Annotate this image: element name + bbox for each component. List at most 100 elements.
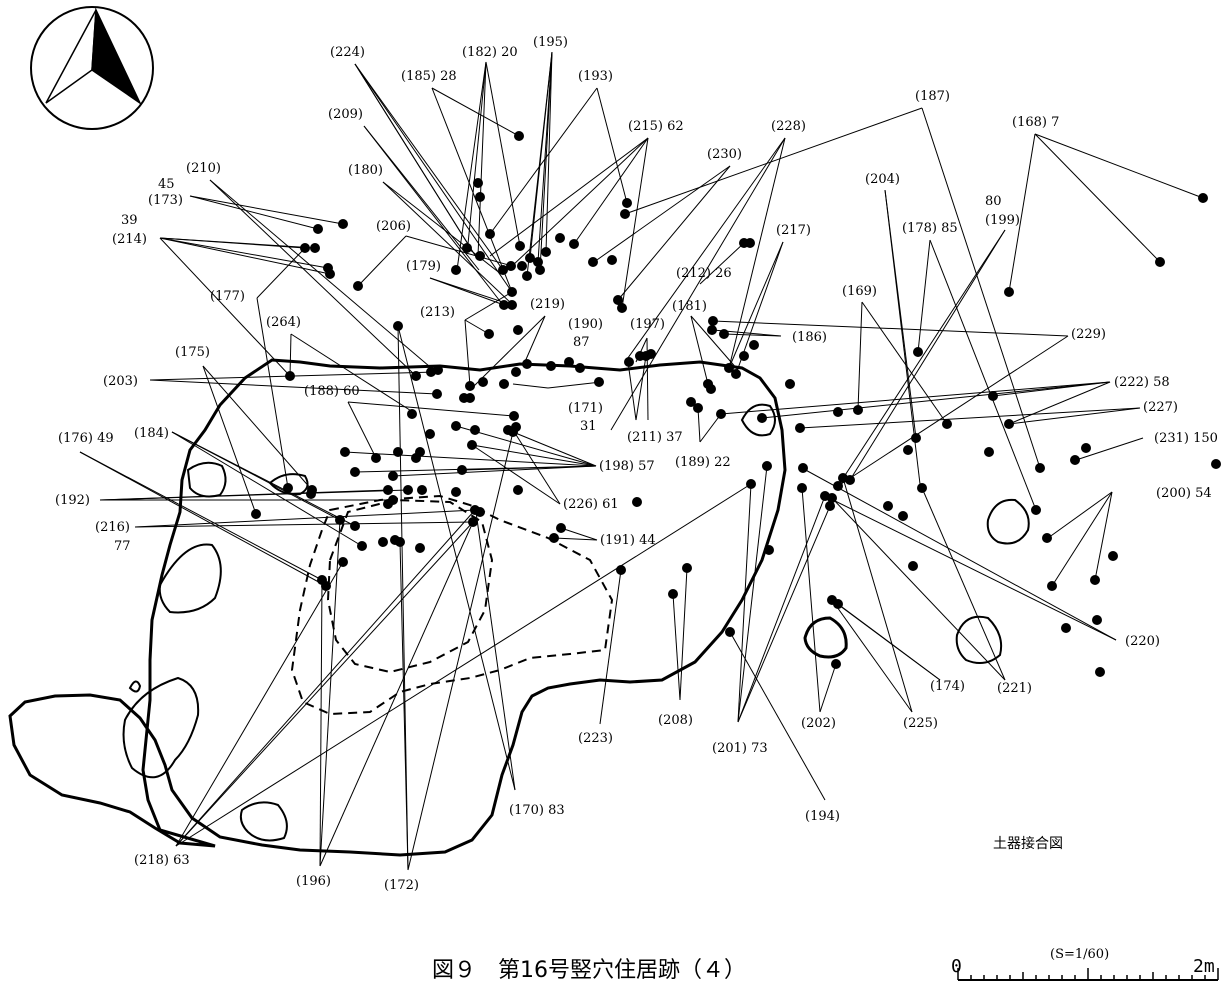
sherd-point [371, 453, 381, 463]
join-line [511, 137, 649, 267]
join-line [801, 487, 821, 713]
artifact-label: (200) 54 [1156, 486, 1212, 501]
join-line [134, 521, 474, 528]
join-line [489, 137, 649, 257]
artifact-label: (224) [330, 45, 365, 60]
artifact-label: (219) [530, 297, 565, 312]
sherd-point [1081, 443, 1091, 453]
sherd-point [833, 599, 843, 609]
sherd-point [300, 243, 310, 253]
sherd-point [749, 340, 759, 350]
join-line [471, 444, 597, 467]
scale-bar: (S=1/60) 0 2m [951, 947, 1219, 981]
join-line [547, 381, 602, 389]
sherd-point [498, 265, 508, 275]
join-line [523, 315, 546, 365]
sherd-point [499, 300, 509, 310]
artifact-label: (210) [186, 161, 221, 176]
sherd-point [1092, 615, 1102, 625]
join-line [635, 355, 647, 421]
sherd-point [470, 425, 480, 435]
sherd-point [1211, 459, 1221, 469]
sherd-point [798, 463, 808, 473]
sherd-point [473, 178, 483, 188]
join-line [596, 87, 628, 204]
join-line [819, 663, 837, 713]
sherd-point [411, 453, 421, 463]
artifact-label: 80 [985, 194, 1002, 209]
sherd-point [378, 537, 388, 547]
join-line [477, 61, 487, 257]
artifact-label: 87 [573, 335, 590, 350]
artifact-label: (170) 83 [509, 803, 565, 818]
join-line [992, 381, 1111, 397]
sherd-point [1198, 193, 1208, 203]
artifact-label: (182) 20 [462, 45, 518, 60]
sherd-point [517, 261, 527, 271]
join-line [723, 333, 782, 337]
artifact-label: (179) [406, 259, 441, 274]
join-line [621, 137, 649, 309]
artifact-label: (228) [771, 119, 806, 134]
sherd-point [485, 229, 495, 239]
sherd-point [507, 287, 517, 297]
join-line [921, 107, 1041, 469]
sherd-point [499, 379, 509, 389]
sherd-point [1004, 419, 1014, 429]
sherd-point [797, 483, 807, 493]
join-line [405, 235, 513, 267]
sherd-point [1070, 455, 1080, 465]
join-line [256, 247, 306, 299]
join-line [737, 483, 752, 723]
north-arrow-icon [30, 6, 154, 130]
artifact-label: (181) [672, 299, 707, 314]
sherd-point [514, 131, 524, 141]
artifact-label: (223) [578, 731, 613, 746]
join-line [553, 537, 598, 541]
scale-ratio: (S=1/60) [1050, 947, 1109, 962]
join-line [429, 277, 513, 306]
join-line [573, 137, 649, 245]
join-line [729, 631, 826, 801]
join-line [171, 431, 356, 527]
join-line [560, 527, 598, 541]
join-line [456, 61, 487, 271]
join-line [624, 137, 786, 363]
sherd-point [620, 209, 630, 219]
join-line [431, 87, 513, 293]
sherd-point [513, 485, 523, 495]
join-line [354, 63, 504, 271]
figure-caption: 土器接合図 [993, 835, 1063, 852]
artifact-label: (214) [112, 232, 147, 247]
join-line [319, 579, 323, 867]
sherd-point [425, 429, 435, 439]
sherd-point [478, 377, 488, 387]
sherd-point [762, 461, 772, 471]
sherd-point [484, 329, 494, 339]
artifact-label: (229) [1071, 327, 1106, 342]
join-line [79, 451, 327, 587]
artifact-label: (201) 73 [712, 741, 768, 756]
join-line [1094, 491, 1113, 581]
join-line [171, 431, 363, 547]
join-line [831, 497, 1006, 681]
sherd-point [393, 321, 403, 331]
sherd-point [338, 219, 348, 229]
join-line [512, 383, 549, 389]
sherd-point [475, 192, 485, 202]
join-line [209, 179, 417, 377]
join-line [761, 381, 1111, 419]
artifact-label: (202) [801, 716, 836, 731]
sherd-point [306, 489, 316, 499]
sherd-point [825, 501, 835, 511]
join-line [464, 319, 471, 387]
sherd-point [467, 440, 477, 450]
sherd-point [1095, 667, 1105, 677]
artifact-label: (211) 37 [627, 430, 683, 445]
artifact-label: (172) [384, 878, 419, 893]
artifact-label: (206) [376, 219, 411, 234]
artifact-label: (193) [578, 69, 613, 84]
join-line [431, 87, 520, 137]
join-line [485, 61, 521, 247]
sherd-point [616, 565, 626, 575]
